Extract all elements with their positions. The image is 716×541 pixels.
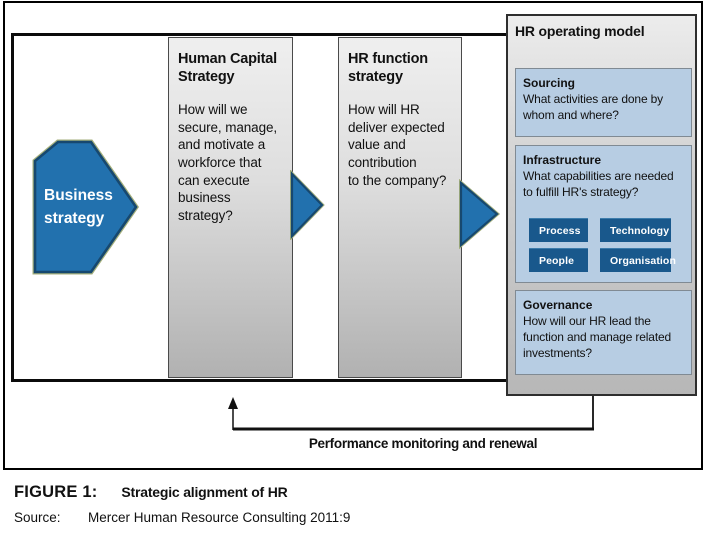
performance-monitoring-label: Performance monitoring and renewal — [308, 436, 538, 451]
figure-source: Source: Mercer Human Resource Consulting… — [14, 510, 350, 525]
hr-function-strategy-question: How will HR deliver expected value and c… — [348, 102, 447, 188]
source-text: Mercer Human Resource Consulting 2011:9 — [88, 510, 351, 525]
people-chip: People — [529, 248, 588, 272]
human-capital-strategy-question: How will we secure, manage, and motivate… — [178, 102, 278, 223]
connector-arrow-2 — [459, 179, 501, 249]
process-chip: Process — [529, 218, 588, 242]
governance-question: How will our HR lead the function and ma… — [523, 314, 672, 360]
infrastructure-title: Infrastructure — [523, 153, 602, 167]
infrastructure-box: Infrastructure What capabilities are nee… — [515, 145, 692, 283]
human-capital-strategy-column: Human Capital Strategy How will we secur… — [168, 37, 293, 378]
business-strategy-arrow — [32, 139, 140, 275]
source-label: Source: — [14, 510, 61, 525]
figure-title: Strategic alignment of HR — [121, 484, 288, 500]
sourcing-title: Sourcing — [523, 76, 576, 90]
connector-arrow-1 — [290, 170, 325, 240]
organisation-chip: Organisation — [600, 248, 676, 272]
figure-number-label: FIGURE 1: — [14, 483, 98, 501]
business-strategy-label: Business strategy — [44, 187, 113, 227]
hr-operating-model-panel: HR operating model Sourcing What activit… — [506, 14, 697, 396]
sourcing-question: What activities are done by whom and whe… — [523, 92, 664, 122]
arrowhead-up-icon — [228, 397, 238, 409]
hr-function-strategy-column: HR function strategy How will HR deliver… — [338, 37, 462, 378]
hr-function-strategy-title: HR function strategy — [348, 51, 428, 85]
technology-chip: Technology — [600, 218, 671, 242]
infrastructure-question: What capabilities are needed to fulfill … — [523, 169, 674, 199]
figure-caption: FIGURE 1: Strategic alignment of HR — [14, 483, 288, 502]
sourcing-box: Sourcing What activities are done by who… — [515, 68, 692, 137]
governance-title: Governance — [523, 298, 593, 312]
human-capital-strategy-title: Human Capital Strategy — [178, 51, 277, 85]
governance-box: Governance How will our HR lead the func… — [515, 290, 692, 375]
hr-operating-model-title: HR operating model — [515, 23, 645, 39]
feedback-loop-arrow — [228, 394, 594, 431]
